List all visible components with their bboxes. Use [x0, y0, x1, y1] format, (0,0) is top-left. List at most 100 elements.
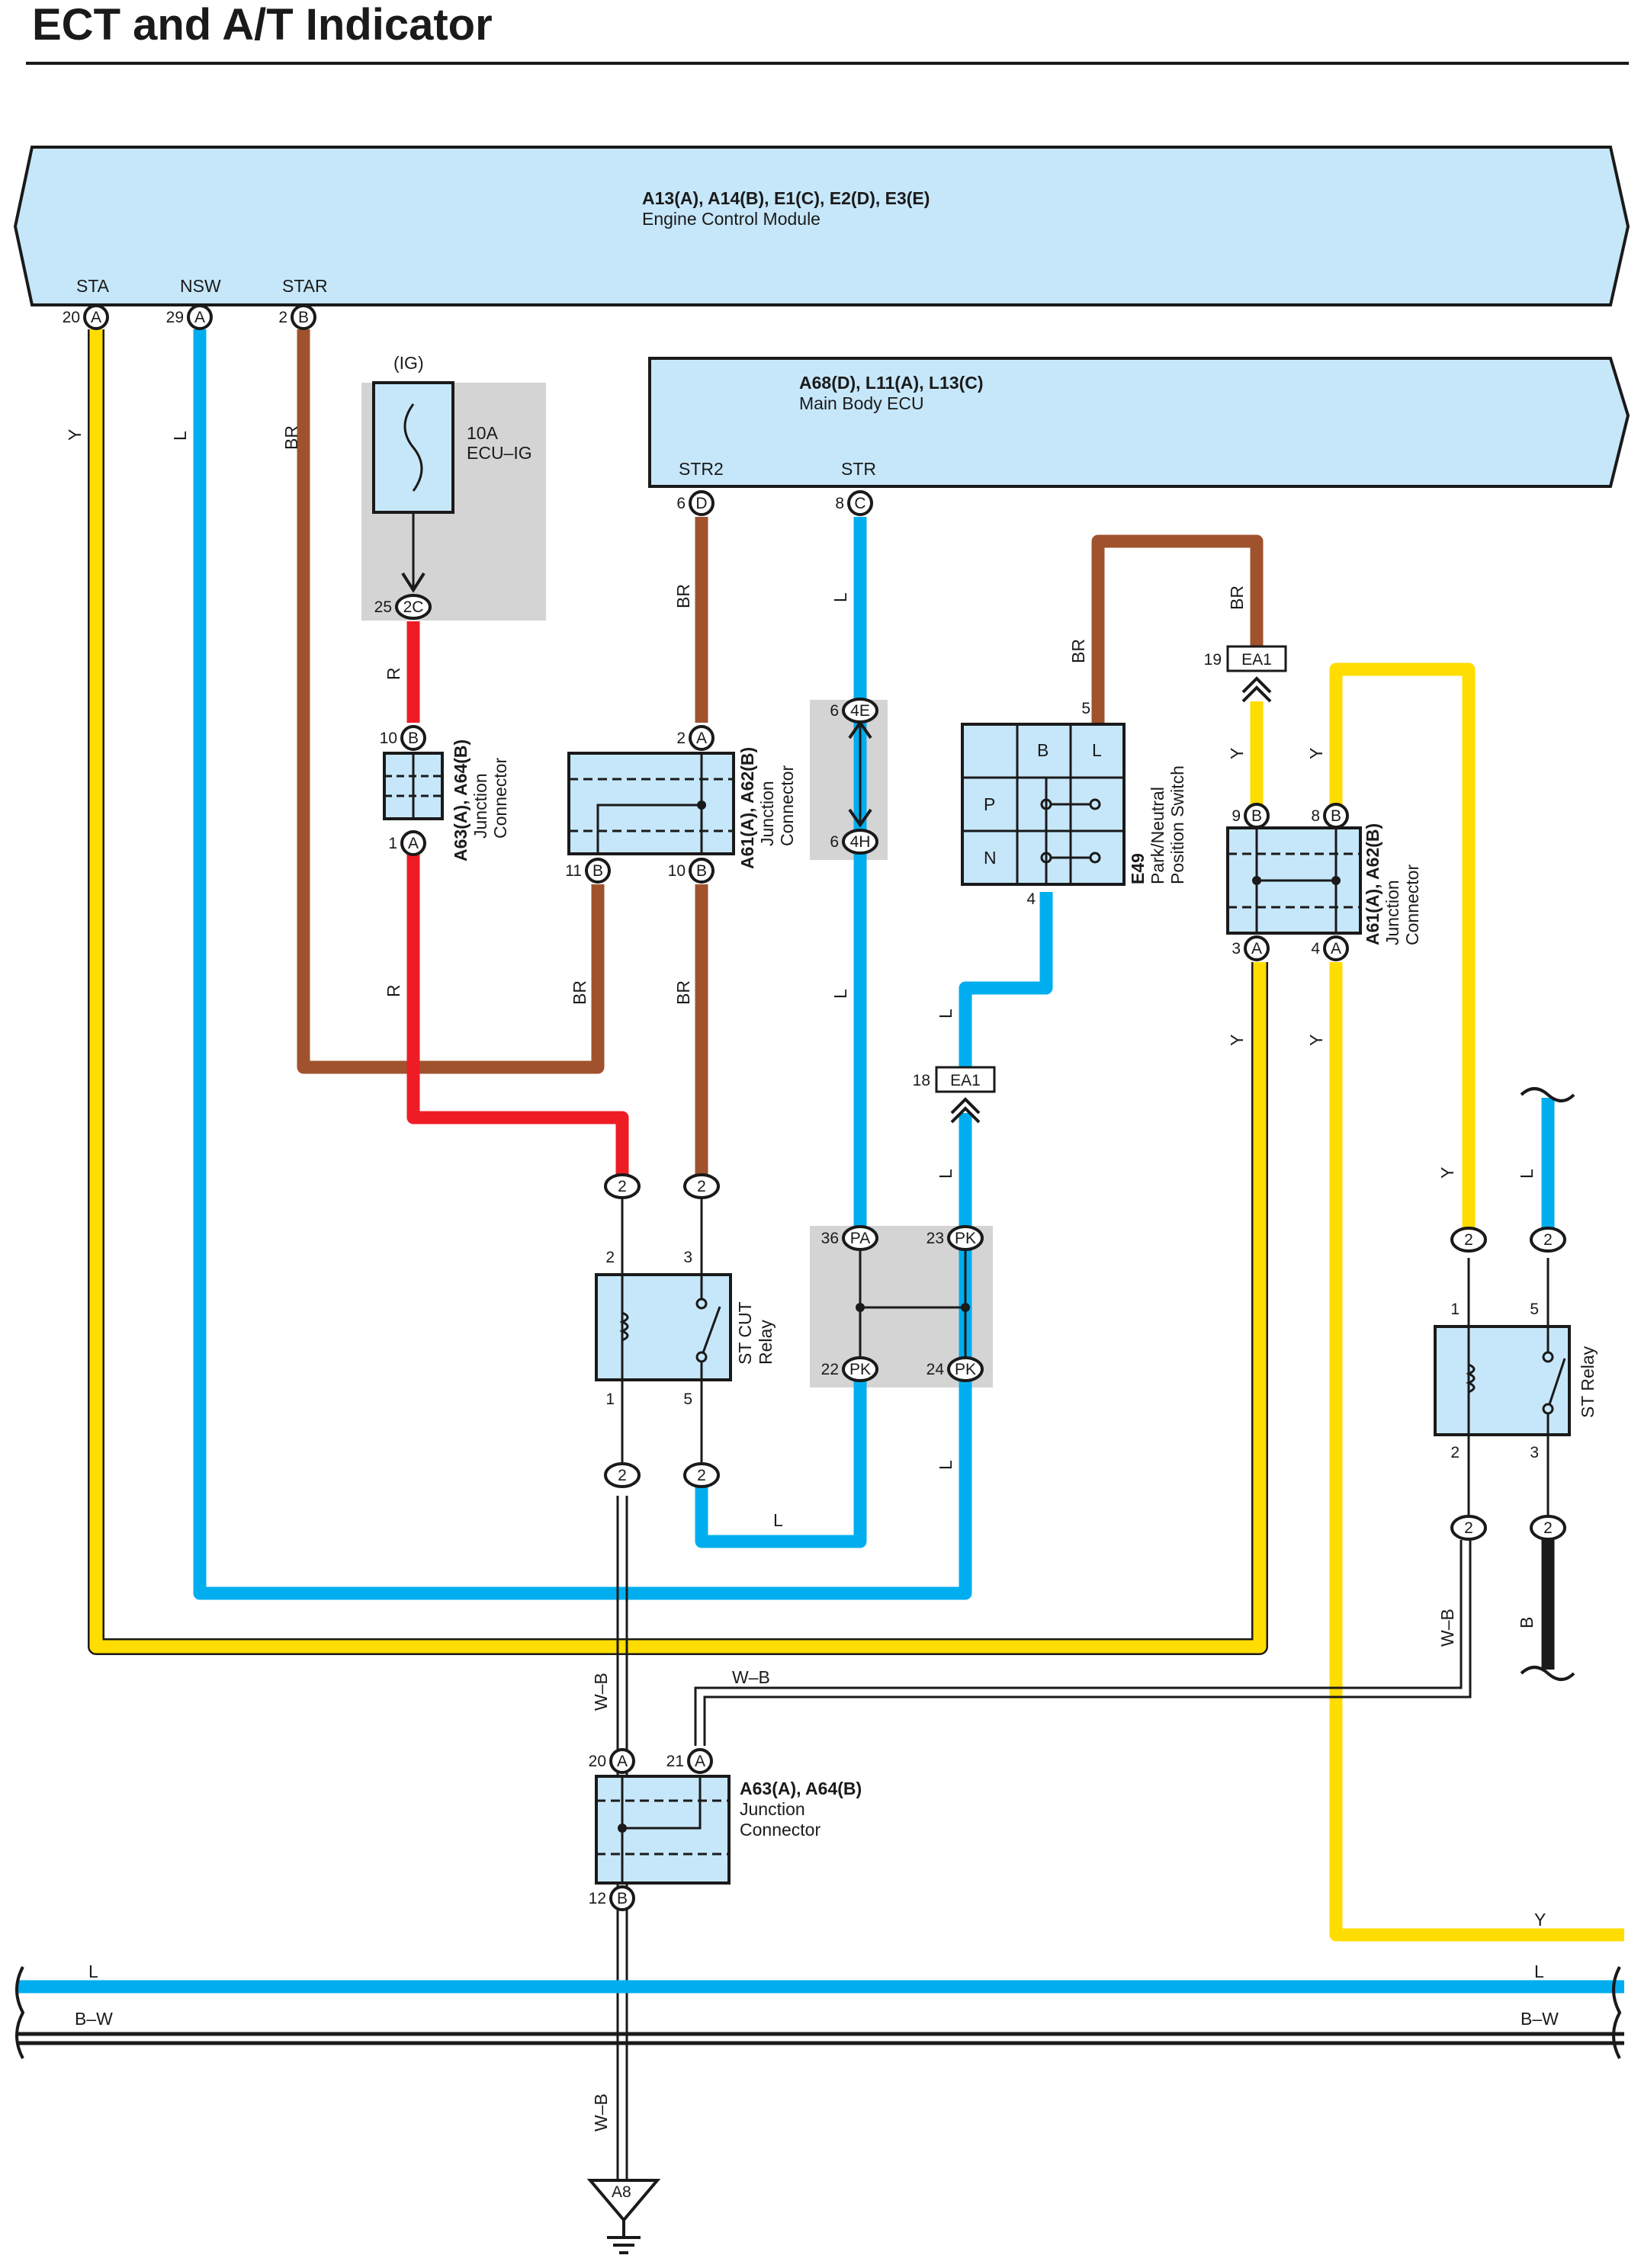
body-ecu-codes: A68(D), L11(A), L13(C)	[799, 373, 984, 393]
ea1-mid-conn: EA1	[950, 1072, 981, 1089]
wire-label-y-2: Y	[1227, 748, 1247, 759]
fuse-pin-2c: 2C 25	[374, 594, 432, 620]
st-relay-conn-bot-l: 2	[1450, 1515, 1487, 1541]
ea1-mid	[935, 1066, 996, 1093]
wire-label-l-2: L	[830, 592, 850, 602]
pn-switch-name2: Position Switch	[1167, 765, 1187, 884]
svg-text:20: 20	[63, 309, 80, 326]
jc-a61-left-name2: Connector	[777, 765, 797, 846]
jc-a61-left-bus	[596, 804, 702, 854]
svg-text:PK: PK	[849, 1361, 871, 1378]
wire-label-y-7: Y	[1534, 1910, 1546, 1930]
break-mark-bottom	[1520, 1666, 1575, 1681]
svg-text:A: A	[695, 1753, 705, 1770]
jc-a61-left-pin-11: B11	[565, 858, 611, 884]
jc-4e-pin-top: 4E6	[830, 698, 878, 723]
st-cut-relay	[595, 1273, 732, 1381]
svg-text:2C: 2C	[403, 598, 424, 616]
jc-a61-right-name2: Connector	[1402, 865, 1422, 945]
svg-text:B: B	[1251, 807, 1262, 825]
svg-text:9: 9	[1232, 807, 1241, 825]
body-ecu-signal-str2: STR2	[679, 459, 724, 479]
svg-text:2: 2	[618, 1178, 627, 1195]
pn-col-b: B	[1037, 740, 1049, 760]
svg-text:PK: PK	[955, 1361, 976, 1378]
wire-label-br-3: BR	[673, 584, 693, 608]
jc-a63-bottom-codes: A63(A), A64(B)	[740, 1779, 862, 1798]
st-cut-pin-tr: 3	[683, 1249, 692, 1266]
fuse-icon	[403, 403, 423, 492]
jc-a63-top-pin-b: B10	[380, 725, 426, 751]
st-cut-relay-switch-icon	[700, 1306, 721, 1358]
svg-text:B: B	[298, 309, 309, 326]
wire-label-br-2: BR	[570, 980, 589, 1005]
st-cut-pin-bl: 1	[605, 1391, 615, 1408]
wire-label-wb-2: W–B	[732, 1667, 770, 1687]
jc-a61-left-pin-a: A2	[676, 725, 715, 751]
pn-switch-id: E49	[1128, 853, 1148, 884]
st-cut-relay-name2: Relay	[756, 1320, 776, 1365]
jc-a61-right-pin-3: A3	[1232, 935, 1270, 961]
ground-id: A8	[612, 2183, 631, 2201]
wire-label-br-1: BR	[281, 425, 301, 450]
st-relay-pin-br: 3	[1530, 1444, 1539, 1461]
ecm-codes: A13(A), A14(B), E1(C), E2(D), E3(E)	[642, 188, 930, 208]
svg-text:2: 2	[697, 1178, 706, 1195]
st-relay-coil-icon	[1466, 1363, 1476, 1394]
wire-y-st-relay	[1329, 662, 1476, 1229]
wire-br-star	[297, 329, 605, 1074]
svg-text:11: 11	[565, 862, 582, 880]
ecm-module	[13, 146, 1630, 306]
jc-a63-bottom-name1: Junction	[740, 1799, 805, 1819]
st-cut-conn-bot-l: 2	[604, 1462, 641, 1488]
jc-a61-right-pin-4: A4	[1311, 935, 1349, 961]
break-mark-top	[1520, 1087, 1575, 1102]
svg-text:1: 1	[388, 835, 397, 852]
st-relay-conn-top-r: 2	[1530, 1227, 1566, 1253]
wire-label-bw-1: B–W	[75, 2009, 113, 2029]
wire-y-sta-fill	[89, 329, 1267, 1654]
body-ecu-pin-str: C8	[835, 490, 873, 516]
jc-a61-left-node	[697, 800, 706, 810]
pn-switch-name1: Park/Neutral	[1148, 787, 1167, 884]
ground-icon	[586, 2179, 661, 2223]
wire-label-l-1: L	[170, 431, 190, 441]
jc-a61-left-pin-10: B10	[668, 858, 715, 884]
bus-break-left	[15, 1966, 25, 2059]
ecm-pin-nsw: A29	[166, 304, 213, 330]
ecm-name: Engine Control Module	[642, 209, 820, 229]
svg-text:B: B	[696, 862, 707, 880]
pn-pin-5: 5	[1081, 700, 1090, 717]
svg-text:36: 36	[821, 1230, 839, 1247]
svg-text:12: 12	[589, 1890, 606, 1907]
ea1-right-chevron-icon	[1241, 676, 1272, 703]
wire-y-bottom-right	[1329, 962, 1624, 1942]
svg-text:2: 2	[1464, 1231, 1473, 1249]
svg-text:4H: 4H	[850, 833, 871, 851]
svg-text:6: 6	[830, 702, 839, 720]
st-relay-contact-b	[1542, 1403, 1554, 1415]
jc-a61-right-node-a	[1252, 876, 1261, 885]
wire-label-l-6: L	[936, 1460, 955, 1470]
ea1-right-pin: 19	[1204, 651, 1222, 669]
pk-node-left	[856, 1303, 865, 1312]
svg-text:8: 8	[1311, 807, 1320, 825]
st-cut-relay-contact-a	[695, 1298, 708, 1310]
bus-break-right	[1612, 1966, 1622, 2059]
jc-a63-top-codes: A63(A), A64(B)	[451, 739, 470, 861]
svg-text:25: 25	[374, 598, 392, 616]
svg-text:A: A	[617, 1753, 628, 1770]
ecm-signal-nsw: NSW	[180, 276, 221, 296]
svg-text:A: A	[194, 309, 205, 326]
pn-contact-p-b	[1089, 798, 1101, 810]
svg-text:D: D	[695, 495, 707, 512]
fuse-tag: (IG)	[393, 353, 424, 373]
svg-text:21: 21	[666, 1753, 684, 1770]
jc-a61-right-codes: A61(A), A62(B)	[1363, 823, 1382, 945]
jc-a63-bottom-name2: Connector	[740, 1820, 820, 1840]
body-ecu-module	[648, 357, 1630, 488]
